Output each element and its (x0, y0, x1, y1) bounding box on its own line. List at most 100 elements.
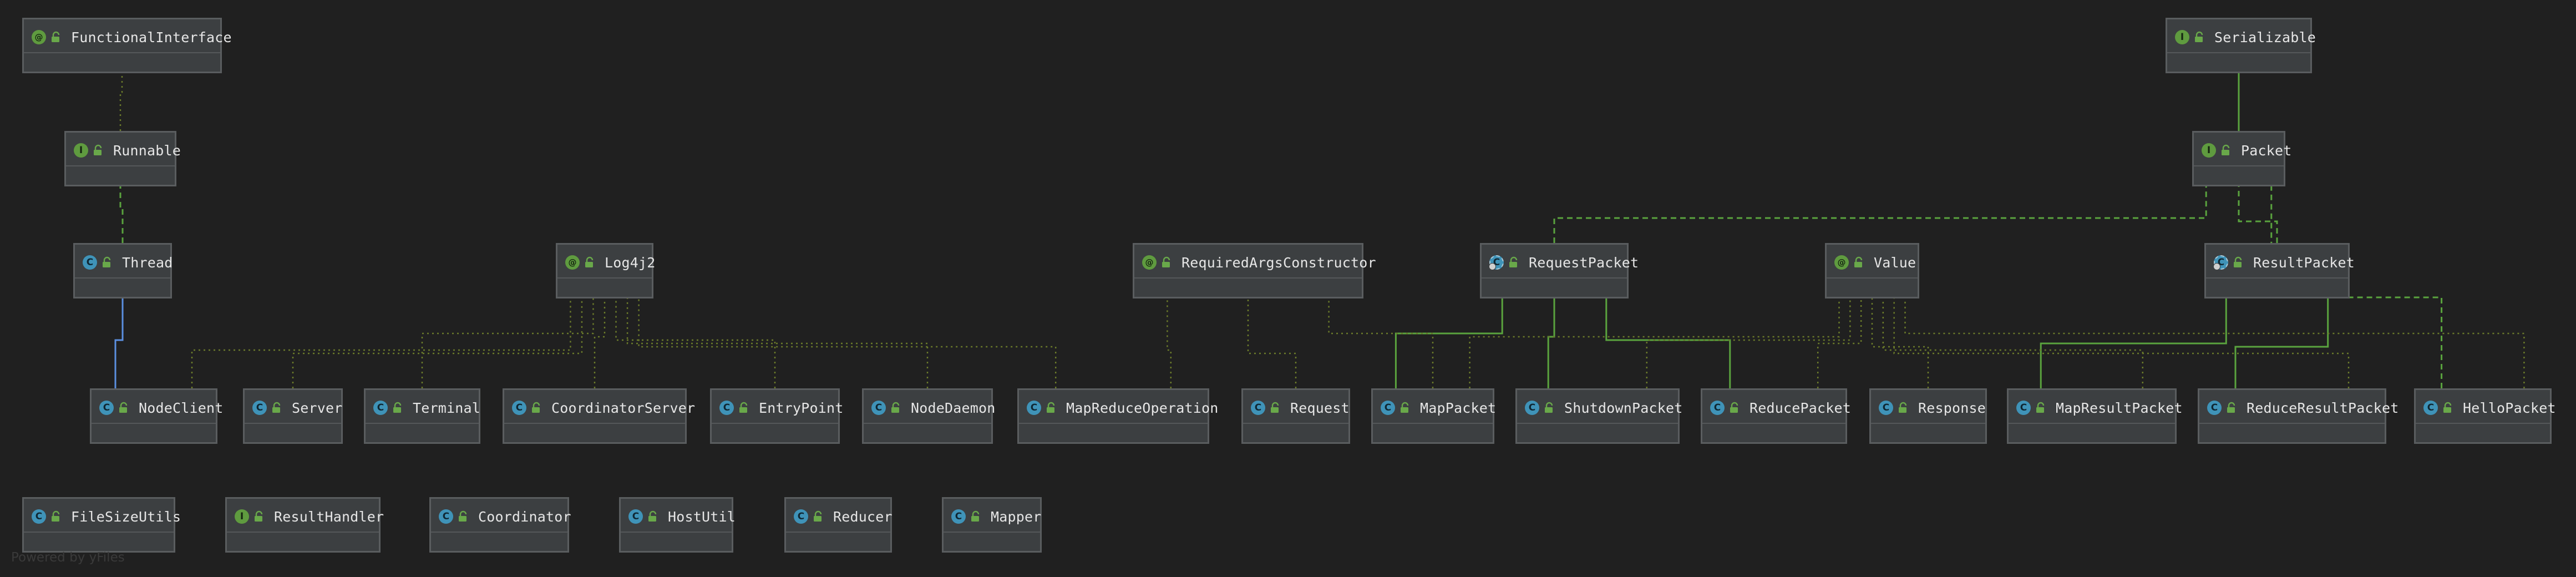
public-lock-icon (1899, 402, 1907, 413)
node-members-section (227, 532, 379, 551)
node-shutdown-packet[interactable]: C ShutdownPacket (1515, 388, 1683, 444)
node-members-section (504, 423, 685, 442)
abstract-class-icon: C (2213, 255, 2228, 270)
node-header: C Coordinator (431, 499, 571, 534)
node-members-section (2167, 52, 2310, 72)
class-icon: C (1525, 401, 1539, 415)
public-lock-icon (2227, 402, 2235, 413)
edge-annotated-mappacket-to-value (1469, 298, 1840, 388)
public-lock-icon (459, 510, 467, 522)
class-icon: C (439, 509, 453, 524)
public-lock-icon (814, 510, 822, 522)
node-label: FunctionalInterface (71, 29, 232, 45)
public-lock-icon (971, 510, 980, 522)
annotation-icon: @ (1142, 255, 1157, 270)
node-label: Request (1290, 399, 1350, 416)
public-lock-icon (1509, 256, 1518, 267)
abstract-class-icon: C (1489, 255, 1504, 270)
edge-annotated-reduceresultpacket-to-value (1893, 298, 2350, 388)
node-functional-interface[interactable]: @FunctionalInterface (22, 18, 232, 73)
node-label: Coordinator (478, 508, 571, 525)
interface-icon: I (2202, 143, 2216, 158)
public-lock-icon (393, 402, 402, 413)
node-value[interactable]: @Value (1825, 243, 1919, 298)
public-lock-icon (585, 256, 594, 267)
annotation-icon: @ (565, 255, 580, 270)
node-members-section (1482, 277, 1627, 297)
node-members-section (2416, 423, 2550, 442)
public-lock-icon (1401, 402, 1409, 413)
edge-annotated-mapreduceoperation-to-requiredargsconstructor (1167, 298, 1172, 388)
interface-icon: I (2175, 30, 2189, 44)
node-required-args-constructor[interactable]: @RequiredArgsConstructor (1133, 243, 1376, 298)
node-header: @RequiredArgsConstructor (1134, 245, 1376, 280)
node-label: MapReduceOperation (1066, 399, 1219, 416)
node-members-section (1134, 277, 1362, 297)
node-coordinator[interactable]: C Coordinator (429, 497, 571, 553)
edge-extends-mappacket-to-requestpacket (1395, 288, 1508, 388)
edge-annotated-runnable-to-functionalinterface (119, 73, 123, 131)
edge-annotated-shutdownpacket-to-value (1646, 298, 1851, 388)
public-lock-icon (891, 402, 900, 413)
edge-annotated-entrypoint-to-log4j2 (615, 298, 776, 388)
node-members-section (2009, 423, 2175, 442)
node-members-section (864, 423, 991, 442)
node-label: CoordinatorServer (551, 399, 696, 416)
node-label: ShutdownPacket (1564, 399, 1683, 416)
class-icon: C (2207, 401, 2222, 415)
node-label: Response (1918, 399, 1986, 416)
node-members-section (366, 423, 479, 442)
edge-annotated-nodedaemon-to-log4j2 (626, 298, 929, 388)
public-lock-icon (2195, 31, 2203, 42)
edge-extends-reducepacket-to-requestpacket (1601, 288, 1731, 388)
edge-annotated-response-to-value (1871, 298, 1929, 388)
node-members-section (75, 277, 170, 297)
edge-implements-resultpacket-to-packet (2234, 176, 2278, 243)
node-members-section (24, 532, 174, 551)
edge-implements-thread-to-runnable (115, 176, 125, 243)
edge-annotated-mappacket-to-requiredargsconstructor (1328, 298, 1434, 388)
node-header: @Log4j2 (557, 245, 655, 280)
class-icon: C (794, 509, 808, 524)
node-log4j2[interactable]: @Log4j2 (556, 243, 655, 298)
edge-annotated-nodeclient-to-log4j2 (191, 298, 571, 388)
public-lock-icon (1545, 402, 1553, 413)
public-lock-icon (532, 402, 540, 413)
public-lock-icon (52, 31, 60, 42)
node-members-section (1871, 423, 1985, 442)
public-lock-icon (2036, 402, 2045, 413)
